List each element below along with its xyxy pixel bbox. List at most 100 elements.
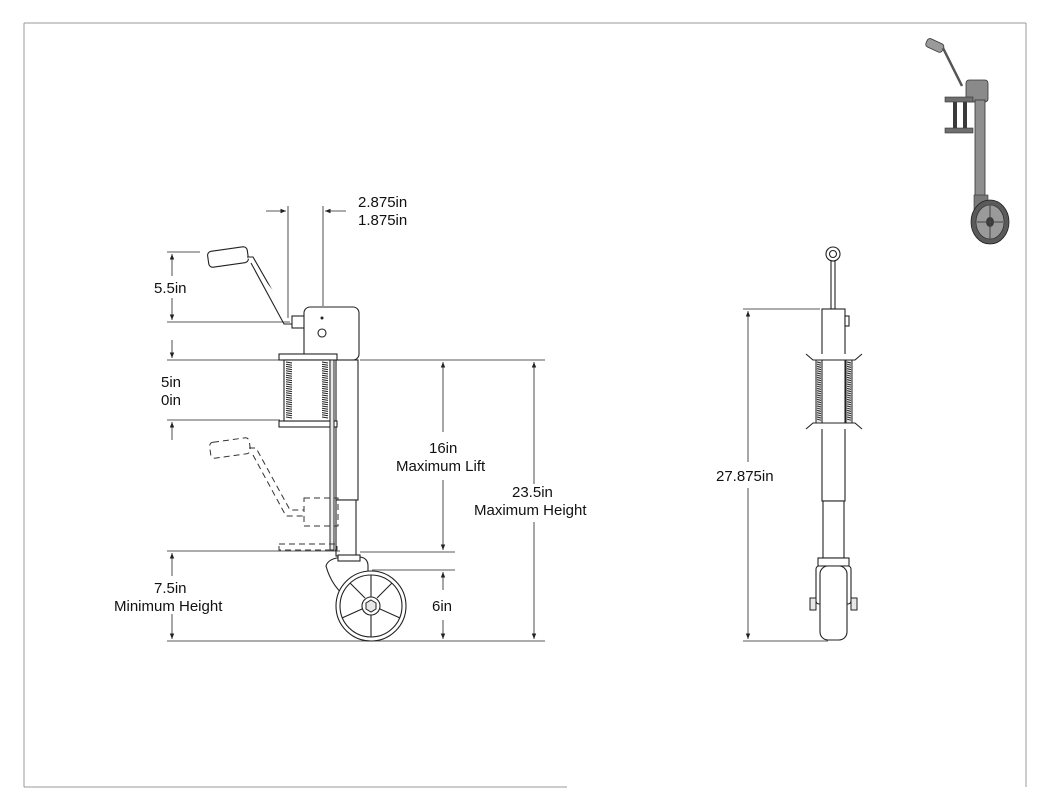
thread-line: [285, 396, 293, 399]
thread-line: [816, 372, 822, 375]
thread-line: [816, 374, 822, 377]
thread-line: [846, 387, 852, 390]
thread-line: [321, 398, 329, 401]
thread-line: [816, 383, 822, 386]
thread-line: [816, 363, 822, 366]
thread-line: [321, 394, 329, 397]
thread-line: [321, 363, 329, 366]
thread-line: [846, 416, 852, 419]
thread-line: [285, 381, 293, 384]
offset-dimension: 2.875in 1.875in: [266, 194, 407, 318]
mounting-bracket: [278, 353, 338, 428]
overall-height-dimension: 27.875in: [716, 308, 828, 642]
min-height-dimension: 7.5in Minimum Height: [114, 550, 545, 642]
thread-line: [321, 383, 329, 386]
thread-line: [285, 368, 293, 371]
thread-line: [846, 370, 852, 373]
thread-line: [285, 392, 293, 395]
thread-line: [321, 385, 329, 388]
lowered-handle-ghost: [209, 437, 339, 551]
thread-line: [285, 398, 293, 401]
thread-line: [816, 390, 822, 393]
thread-line: [846, 361, 852, 364]
thread-line: [285, 394, 293, 397]
thread-line: [846, 365, 852, 368]
thread-line: [816, 407, 822, 410]
thread-line: [321, 401, 329, 404]
thread-line: [816, 365, 822, 368]
thread-line: [285, 372, 293, 375]
thread-line: [285, 405, 293, 408]
thread-line: [816, 370, 822, 373]
thread-line: [321, 416, 329, 419]
thread-line: [846, 412, 852, 415]
thread-line: [846, 401, 852, 404]
thread-line: [846, 368, 852, 371]
lift-dimension: 16in Maximum Lift: [360, 359, 545, 553]
thread-line: [816, 392, 822, 395]
thread-line: [816, 379, 822, 382]
thread-line: [846, 418, 852, 421]
thread-line: [816, 405, 822, 408]
thread-line: [285, 407, 293, 410]
max-height-desc-label: Maximum Height: [474, 502, 587, 519]
thread-line: [321, 372, 329, 375]
thread-line: [846, 390, 852, 393]
front-bracket: [805, 353, 863, 430]
thread-line: [321, 365, 329, 368]
thread-line: [321, 379, 329, 382]
thread-line: [846, 374, 852, 377]
thread-line: [321, 361, 329, 364]
thread-line: [846, 376, 852, 379]
bracket-top-label: 5in: [161, 374, 181, 391]
front-wheel-assembly: [809, 557, 858, 641]
thread-line: [846, 414, 852, 417]
thread-line: [321, 414, 329, 417]
thread-line: [285, 361, 293, 364]
handle-height-label: 5.5in: [154, 280, 187, 297]
inner-tube: [335, 499, 357, 557]
gear-housing: [303, 306, 360, 361]
thread-line: [816, 412, 822, 415]
thread-line: [285, 379, 293, 382]
outer-tube: [335, 359, 359, 501]
max-height-value-label: 23.5in: [512, 484, 553, 501]
thread-line: [285, 363, 293, 366]
thread-line: [321, 387, 329, 390]
thread-line: [285, 376, 293, 379]
thread-line: [846, 403, 852, 406]
thread-line: [846, 372, 852, 375]
thread-line: [846, 392, 852, 395]
bracket-dimension: 5in 0in: [161, 340, 280, 440]
thread-line: [321, 374, 329, 377]
thread-line: [321, 409, 329, 412]
thread-line: [816, 401, 822, 404]
thread-line: [846, 383, 852, 386]
front-outer-tube: [821, 308, 846, 502]
thread-line: [321, 368, 329, 371]
thread-line: [846, 379, 852, 382]
thread-line: [285, 409, 293, 412]
thread-line: [285, 383, 293, 386]
thread-line: [846, 381, 852, 384]
thread-line: [816, 381, 822, 384]
thread-line: [321, 390, 329, 393]
thread-line: [285, 401, 293, 404]
thread-line: [816, 416, 822, 419]
front-inner-tube: [822, 500, 845, 559]
thread-line: [816, 418, 822, 421]
offset-lower-label: 1.875in: [358, 212, 407, 229]
wheel: [335, 570, 407, 642]
thread-line: [846, 407, 852, 410]
handle-height-dimension: 5.5in: [154, 251, 290, 323]
thread-line: [285, 403, 293, 406]
thread-line: [846, 363, 852, 366]
thread-line: [846, 398, 852, 401]
thread-line: [816, 403, 822, 406]
thread-line: [285, 365, 293, 368]
thread-line: [816, 396, 822, 399]
thread-line: [285, 414, 293, 417]
thread-line: [285, 370, 293, 373]
thread-line: [321, 407, 329, 410]
